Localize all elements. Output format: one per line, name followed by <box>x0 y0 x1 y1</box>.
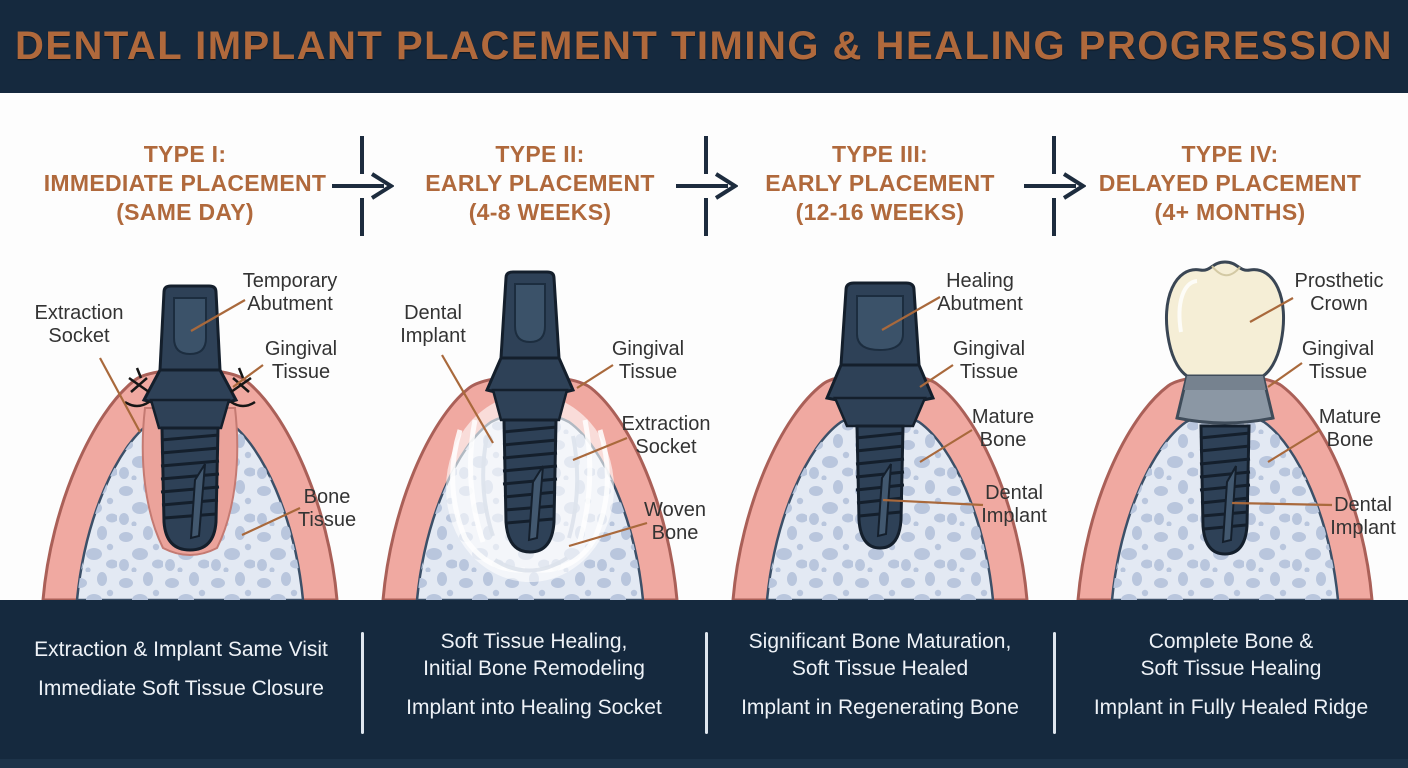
flow-arrow-icon <box>1024 136 1086 236</box>
footer-detail: Implant into Healing Socket <box>406 696 662 719</box>
healing-abutment-shape <box>824 281 936 428</box>
footer-stage-4: Complete Bone & Soft Tissue Healing Impl… <box>1054 600 1408 768</box>
type-name: EARLY PLACEMENT <box>425 170 655 196</box>
label-mature-bone: Mature Bone <box>971 406 1035 451</box>
type-label: TYPE IV: <box>1181 141 1279 167</box>
illustration-type-3 <box>731 281 1029 600</box>
illustration-type-4 <box>1076 260 1374 600</box>
type-timing: (4+ MONTHS) <box>1154 199 1306 225</box>
label-extraction-socket: Extraction Socket <box>621 413 711 458</box>
label-bone-tissue: Bone Tissue <box>297 486 357 531</box>
footer-divider <box>1053 632 1056 734</box>
bottom-strip <box>0 759 1408 768</box>
footer-detail: Implant in Regenerating Bone <box>741 696 1019 719</box>
illustration-type-2 <box>381 270 679 600</box>
type-name: IMMEDIATE PLACEMENT <box>43 170 327 196</box>
type-timing: (12-16 WEEKS) <box>795 199 965 225</box>
label-temporary-abutment: Temporary Abutment <box>242 270 338 315</box>
type-timing: (SAME DAY) <box>116 199 254 225</box>
implant-shape <box>141 284 239 552</box>
flow-arrow-icon <box>676 136 738 236</box>
crown-abutment-shape <box>1175 374 1275 425</box>
footer-stage-1: Extraction & Implant Same Visit Immediat… <box>0 600 362 768</box>
illustration-type-1 <box>41 284 339 600</box>
type-label: TYPE II: <box>495 141 585 167</box>
flow-arrow-icon <box>332 136 394 236</box>
footer-summary: Extraction & Implant Same Visit <box>34 638 328 661</box>
label-dental-implant: Dental Implant <box>1330 494 1396 539</box>
footer-stage-2: Soft Tissue Healing, Initial Bone Remode… <box>362 600 706 768</box>
type-header-3: TYPE III: EARLY PLACEMENT (12-16 WEEKS) <box>710 140 1050 227</box>
type-label: TYPE III: <box>832 141 928 167</box>
leader-lines <box>441 354 648 548</box>
label-dental-implant: Dental Implant <box>981 482 1047 527</box>
type-name: EARLY PLACEMENT <box>765 170 995 196</box>
page-title: DENTAL IMPLANT PLACEMENT TIMING & HEALIN… <box>14 24 1394 68</box>
leader-lines <box>99 299 301 536</box>
leader-lines <box>1231 297 1333 507</box>
label-dental-implant: Dental Implant <box>400 302 466 347</box>
implant-shape <box>1199 424 1251 556</box>
implant-shape <box>484 270 576 554</box>
leader-lines <box>881 296 984 507</box>
label-extraction-socket: Extraction Socket <box>34 302 124 347</box>
type-header-4: TYPE IV: DELAYED PLACEMENT (4+ MONTHS) <box>1060 140 1400 227</box>
label-gingival-tissue: Gingival Tissue <box>264 338 338 383</box>
footer-detail: Implant in Fully Healed Ridge <box>1093 696 1369 719</box>
type-header-1: TYPE I: IMMEDIATE PLACEMENT (SAME DAY) <box>15 140 355 227</box>
label-gingival-tissue: Gingival Tissue <box>611 338 685 383</box>
label-gingival-tissue: Gingival Tissue <box>952 338 1026 383</box>
prosthetic-crown-shape <box>1164 260 1286 378</box>
footer-divider <box>361 632 364 734</box>
footer-summary: Complete Bone & Soft Tissue Healing <box>1140 630 1322 680</box>
label-prosthetic-crown: Prosthetic Crown <box>1294 270 1384 315</box>
type-timing: (4-8 WEEKS) <box>468 199 612 225</box>
footer-summary: Soft Tissue Healing, Initial Bone Remode… <box>423 630 645 680</box>
type-header-2: TYPE II: EARLY PLACEMENT (4-8 WEEKS) <box>370 140 710 227</box>
footer-stage-3: Significant Bone Maturation, Soft Tissue… <box>706 600 1054 768</box>
label-gingival-tissue: Gingival Tissue <box>1301 338 1375 383</box>
implant-shape <box>855 424 905 550</box>
suture-stitches <box>124 367 256 408</box>
footer-bar <box>0 600 1408 768</box>
type-name: DELAYED PLACEMENT <box>1098 170 1362 196</box>
footer-divider <box>705 632 708 734</box>
label-woven-bone: Woven Bone <box>644 499 706 544</box>
label-healing-abutment: Healing Abutment <box>937 270 1023 315</box>
header-bar: DENTAL IMPLANT PLACEMENT TIMING & HEALIN… <box>0 0 1408 93</box>
footer-detail: Immediate Soft Tissue Closure <box>38 677 324 700</box>
label-mature-bone: Mature Bone <box>1318 406 1382 451</box>
type-label: TYPE I: <box>143 141 227 167</box>
footer-summary: Significant Bone Maturation, Soft Tissue… <box>748 630 1012 680</box>
